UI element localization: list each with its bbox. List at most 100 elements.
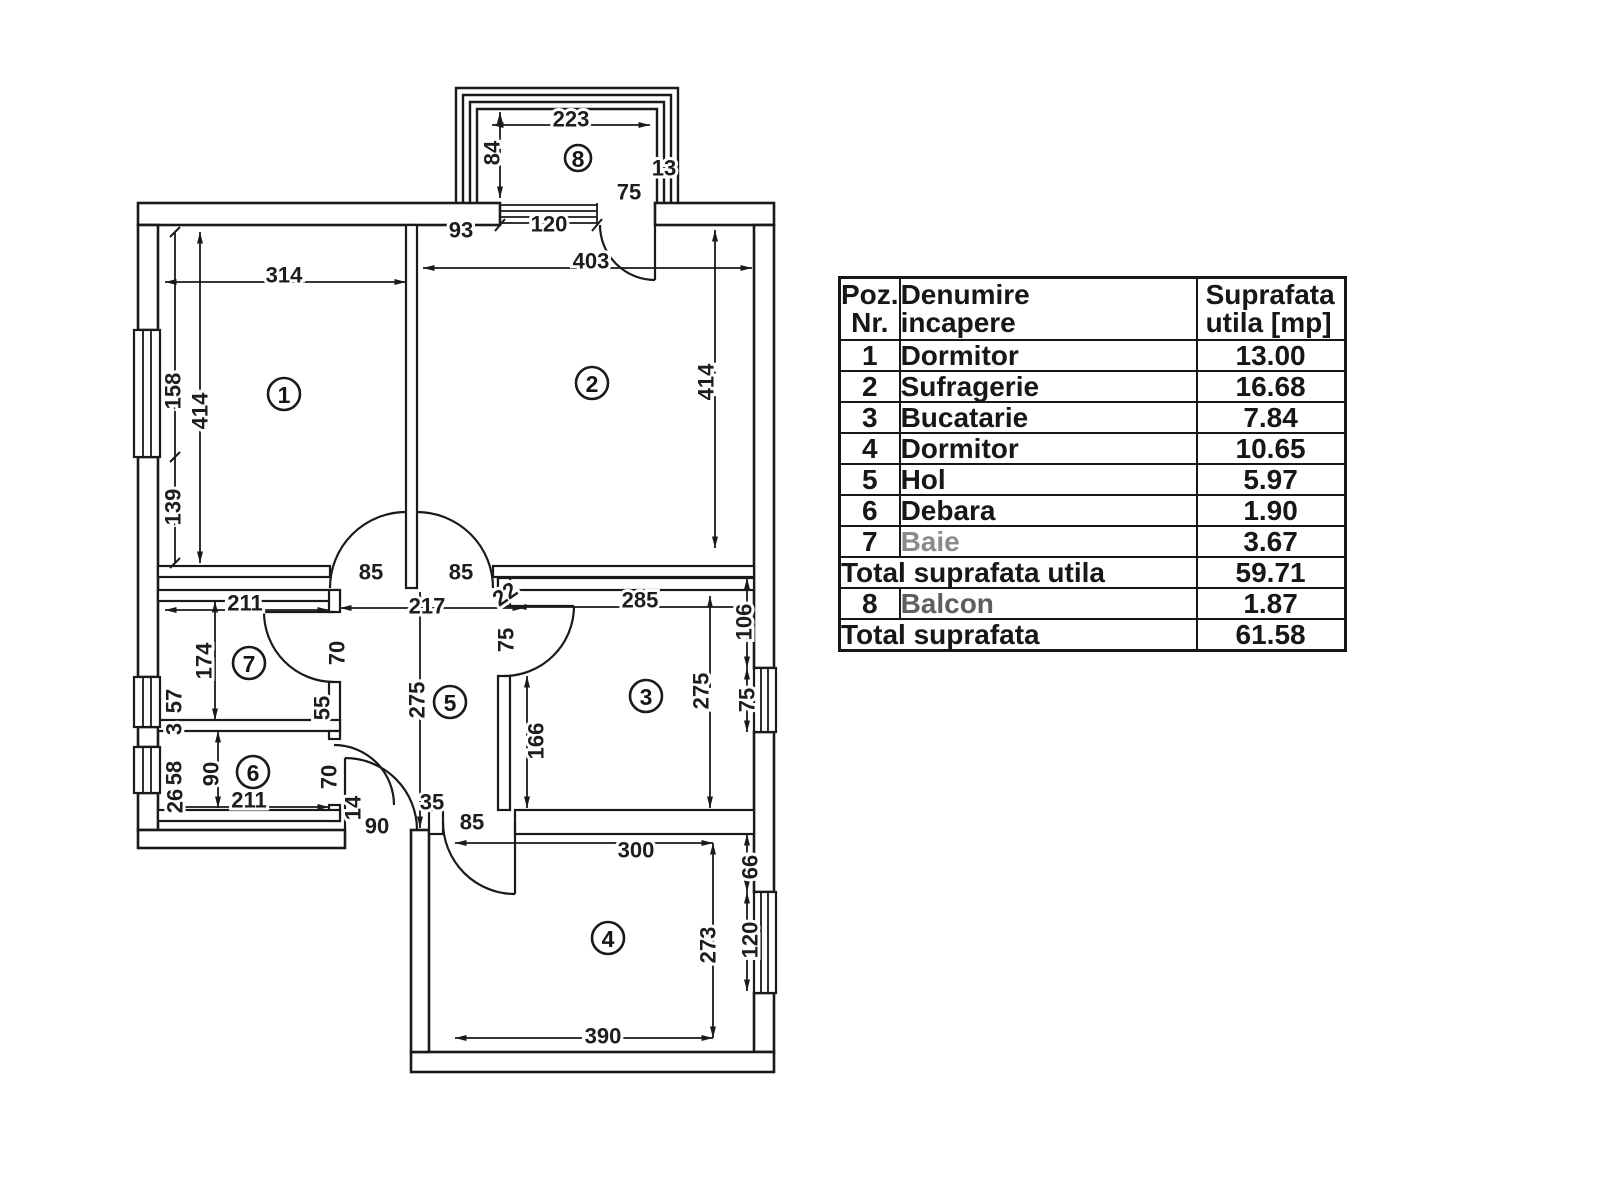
header-poz: Poz. Nr. (838, 276, 901, 341)
balcony-row: 8 Balcon 1.87 (838, 587, 1347, 620)
door-room6 (333, 743, 396, 806)
dim-label: 85 (460, 810, 484, 835)
window-room7 (132, 675, 162, 729)
dim-label: 120 (738, 922, 763, 959)
room-number-5: 5 (432, 684, 468, 720)
header-suprafata: Suprafata utila [mp] (1195, 276, 1347, 341)
row-poz: 4 (838, 432, 901, 465)
dim-label: 13 (652, 156, 676, 181)
total-row: Total suprafata 61.58 (838, 618, 1347, 652)
dim-label: 390 (585, 1024, 622, 1049)
row-name: Dormitor (898, 432, 1198, 465)
exterior-walls (136, 201, 776, 1074)
table-row: 1 Dormitor 13.00 (838, 339, 1347, 372)
door-entrance (343, 756, 419, 831)
row-name: Balcon (898, 587, 1198, 620)
dim-label: 414 (188, 392, 213, 429)
dim-label: 285 (622, 588, 659, 613)
row-value: 10.65 (1195, 432, 1347, 465)
dim-label: 70 (325, 641, 350, 665)
svg-text:6: 6 (247, 760, 260, 786)
table-row: 3 Bucatarie 7.84 (838, 401, 1347, 434)
header-denumire: Denumire incapere (898, 276, 1198, 341)
dim-label: 70 (317, 765, 342, 789)
dim-label: 75 (735, 688, 760, 712)
dim-label: 85 (359, 560, 383, 585)
row-value: 13.00 (1195, 339, 1347, 372)
total-label: Total suprafata (838, 618, 1198, 652)
window-room6 (132, 745, 162, 795)
svg-text:5: 5 (444, 690, 457, 716)
row-name: Dormitor (898, 339, 1198, 372)
row-poz: 6 (838, 494, 901, 527)
dim-label: 90 (365, 814, 389, 839)
row-name: Baie (898, 525, 1198, 558)
row-value: 16.68 (1195, 370, 1347, 403)
door-room1 (328, 510, 407, 589)
dim-label: 84 (480, 140, 505, 165)
row-poz: 1 (838, 339, 901, 372)
door-room7 (262, 610, 335, 684)
dim-label: 174 (192, 642, 217, 679)
table-row: 5 Hol 5.97 (838, 463, 1347, 496)
room-number-4: 4 (590, 920, 626, 956)
dim-label: 14 (341, 795, 366, 820)
row-poz: 7 (838, 525, 901, 558)
windows (132, 203, 778, 995)
row-poz: 5 (838, 463, 901, 496)
room-number-8: 8 (563, 143, 593, 173)
dim-label: 58 (162, 761, 187, 785)
window-room1 (132, 328, 162, 459)
dim-label: 403 (573, 249, 610, 274)
dim-label: 93 (449, 218, 473, 243)
svg-text:8: 8 (572, 146, 585, 172)
door-room4 (441, 821, 517, 896)
dim-label: 55 (310, 696, 335, 720)
dim-label: 120 (531, 212, 568, 237)
table-header-row: Poz. Nr. Denumire incapere Suprafata uti… (838, 276, 1347, 341)
total-utila-row: Total suprafata utila 59.71 (838, 556, 1347, 589)
dim-label: 314 (266, 263, 303, 288)
dim-label: 75 (494, 628, 519, 652)
svg-text:2: 2 (586, 371, 599, 397)
room-number-2: 2 (574, 365, 610, 401)
interior-walls (156, 223, 756, 836)
dim-label: 35 (420, 790, 444, 815)
dim-label: 26 (163, 789, 188, 813)
dim-label: 211 (227, 591, 263, 616)
row-value: 1.87 (1195, 587, 1347, 620)
row-value: 7.84 (1195, 401, 1347, 434)
window-room3 (752, 666, 778, 734)
table-row: 6 Debara 1.90 (838, 494, 1347, 527)
svg-text:4: 4 (602, 926, 615, 952)
room-number-7: 7 (231, 645, 267, 681)
table-row: 2 Sufragerie 16.68 (838, 370, 1347, 403)
dim-label: 166 (524, 723, 549, 760)
dim-label: 414 (694, 363, 719, 400)
dim-label: 85 (449, 560, 473, 585)
door-room2 (416, 510, 495, 589)
dim-label: 139 (161, 489, 186, 526)
area-table: Poz. Nr. Denumire incapere Suprafata uti… (838, 276, 1347, 652)
row-value: 1.90 (1195, 494, 1347, 527)
room-number-3: 3 (628, 678, 664, 714)
dim-label: 300 (618, 838, 655, 863)
dimension-labels: 223 84 13 75 93 120 403 314 158 414 139 … (158, 104, 766, 1052)
window-room4 (752, 890, 778, 995)
dim-label: 211 (231, 788, 267, 813)
room-number-1: 1 (266, 376, 302, 412)
dim-label: 158 (161, 373, 186, 410)
svg-text:3: 3 (640, 684, 653, 710)
room-number-6: 6 (235, 754, 271, 790)
dim-label: 275 (689, 673, 714, 710)
svg-text:1: 1 (278, 382, 291, 408)
row-name: Bucatarie (898, 401, 1198, 434)
dim-label: 90 (199, 762, 224, 786)
dim-label: 106 (732, 604, 757, 641)
total-utila-label: Total suprafata utila (838, 556, 1198, 589)
dim-label: 3 (162, 723, 187, 735)
row-name: Hol (898, 463, 1198, 496)
dim-label: 275 (405, 682, 430, 719)
row-value: 3.67 (1195, 525, 1347, 558)
